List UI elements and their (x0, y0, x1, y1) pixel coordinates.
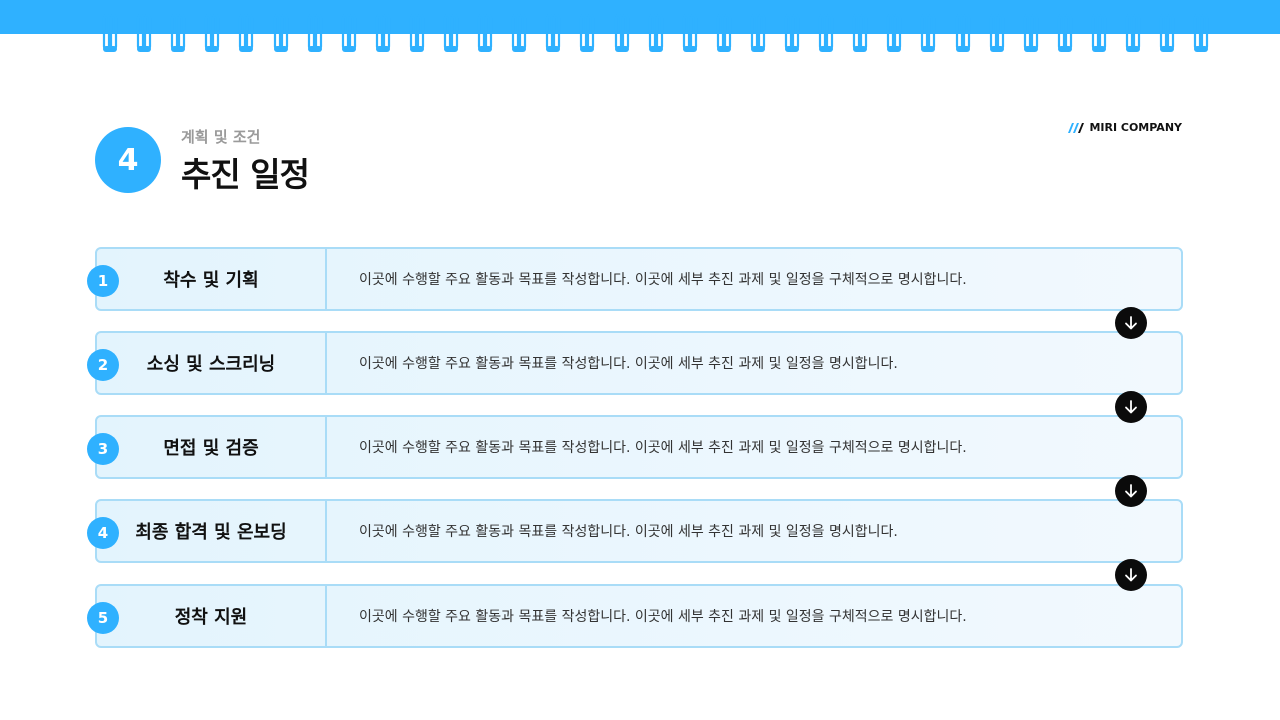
binder-ring (648, 14, 664, 54)
brand: MIRI COMPANY (1067, 121, 1182, 134)
binder-ring (682, 14, 698, 54)
step-label: 면접 및 검증 (97, 417, 327, 477)
step-number-badge: 5 (87, 602, 119, 634)
step-description: 이곳에 수행할 주요 활동과 목표를 작성합니다. 이곳에 세부 추진 과제 및… (359, 524, 898, 540)
binder-ring (375, 14, 391, 54)
step-number-badge: 2 (87, 349, 119, 381)
step-number-badge: 1 (87, 265, 119, 297)
binder-ring (1091, 14, 1107, 54)
section-number-badge: 4 (95, 127, 161, 193)
binder-ring (784, 14, 800, 54)
binder-rings (0, 14, 1280, 58)
binder-ring (204, 14, 220, 54)
arrow-down-icon (1115, 307, 1147, 339)
binder-ring (818, 14, 834, 54)
binder-ring (545, 14, 561, 54)
binder-ring (1193, 14, 1209, 54)
binder-ring (1159, 14, 1175, 54)
step-description: 이곳에 수행할 주요 활동과 목표를 작성합니다. 이곳에 세부 추진 과제 및… (359, 272, 967, 288)
binder-ring (307, 14, 323, 54)
step-description: 이곳에 수행할 주요 활동과 목표를 작성합니다. 이곳에 세부 추진 과제 및… (359, 440, 967, 456)
miri-logo-icon (1068, 122, 1085, 133)
binder-ring (716, 14, 732, 54)
binder-ring (886, 14, 902, 54)
step-description: 이곳에 수행할 주요 활동과 목표를 작성합니다. 이곳에 세부 추진 과제 및… (359, 609, 967, 625)
binder-ring (955, 14, 971, 54)
brand-name: MIRI COMPANY (1089, 121, 1182, 134)
binder-ring (443, 14, 459, 54)
arrow-down-icon (1115, 391, 1147, 423)
binder-ring (102, 14, 118, 54)
step-label: 최종 합격 및 온보딩 (97, 501, 327, 561)
binder-ring (1023, 14, 1039, 54)
step-number-badge: 4 (87, 517, 119, 549)
binder-ring (920, 14, 936, 54)
binder-ring (511, 14, 527, 54)
step-label: 정착 지원 (97, 586, 327, 646)
binder-ring (170, 14, 186, 54)
section-subtitle: 계획 및 조건 (181, 128, 261, 146)
binder-ring (238, 14, 254, 54)
binder-ring (989, 14, 1005, 54)
binder-ring (477, 14, 493, 54)
binder-ring (136, 14, 152, 54)
binder-ring (273, 14, 289, 54)
binder-ring (614, 14, 630, 54)
step-number-badge: 3 (87, 433, 119, 465)
binder-ring (1125, 14, 1141, 54)
arrow-down-icon (1115, 559, 1147, 591)
binder-ring (579, 14, 595, 54)
arrow-down-icon (1115, 475, 1147, 507)
page-title: 추진 일정 (181, 155, 310, 194)
binder-ring (1057, 14, 1073, 54)
step-label: 착수 및 기획 (97, 249, 327, 309)
binder-ring (341, 14, 357, 54)
binder-ring (409, 14, 425, 54)
step-label: 소싱 및 스크리닝 (97, 333, 327, 393)
binder-ring (750, 14, 766, 54)
binder-ring (852, 14, 868, 54)
step-description: 이곳에 수행할 주요 활동과 목표를 작성합니다. 이곳에 세부 추진 과제 및… (359, 356, 898, 372)
